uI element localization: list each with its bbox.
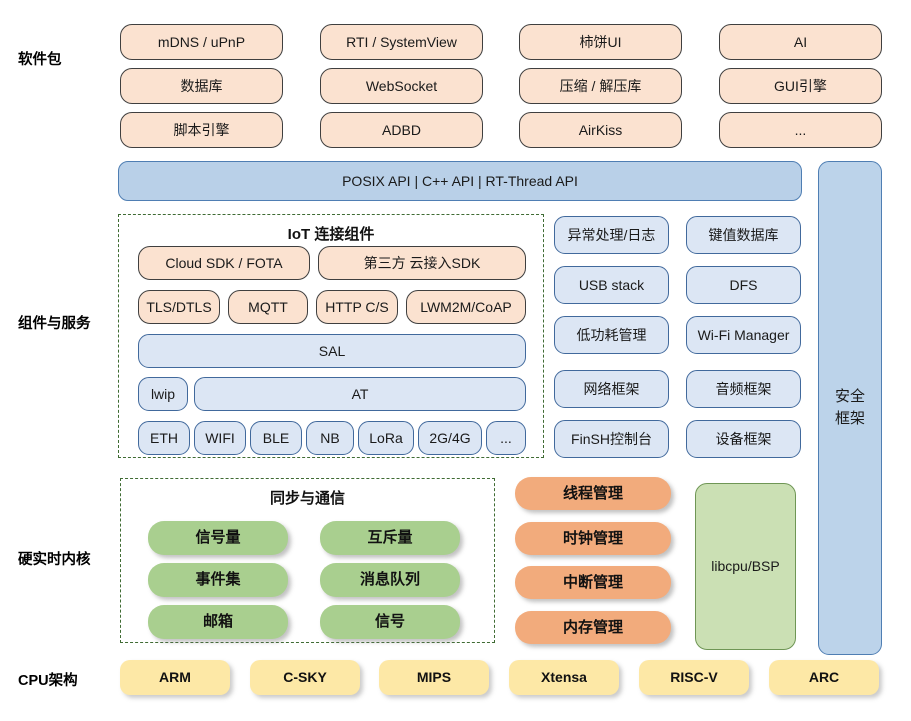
iot-cloud-sdk-box[interactable]: Cloud SDK / FOTA <box>138 246 310 280</box>
package-box[interactable]: WebSocket <box>320 68 483 104</box>
service-box[interactable]: Wi-Fi Manager <box>686 316 801 354</box>
package-box[interactable]: 柿饼UI <box>519 24 682 60</box>
sync-group-title: 同步与通信 <box>269 490 345 507</box>
section-label-packages: 软件包 <box>18 52 62 68</box>
service-box[interactable]: 低功耗管理 <box>554 316 669 354</box>
iot-group-title: IoT 连接组件 <box>287 226 375 243</box>
package-box[interactable]: ... <box>719 112 882 148</box>
sync-box[interactable]: 信号 <box>320 605 460 639</box>
package-box[interactable]: AirKiss <box>519 112 682 148</box>
package-box[interactable]: ADBD <box>320 112 483 148</box>
sync-box[interactable]: 互斥量 <box>320 521 460 555</box>
iot-link-box[interactable]: WIFI <box>194 421 246 455</box>
package-box[interactable]: 压缩 / 解压库 <box>519 68 682 104</box>
sync-box[interactable]: 信号量 <box>148 521 288 555</box>
iot-third-party-sdk-box[interactable]: 第三方 云接入SDK <box>318 246 526 280</box>
section-label-components: 组件与服务 <box>18 316 91 332</box>
iot-link-box[interactable]: BLE <box>250 421 302 455</box>
service-box[interactable]: 设备框架 <box>686 420 801 458</box>
cpu-arch-box[interactable]: C-SKY <box>250 660 360 695</box>
package-box[interactable]: AI <box>719 24 882 60</box>
iot-sal-box[interactable]: SAL <box>138 334 526 368</box>
iot-group-container: IoT 连接组件 <box>118 214 544 458</box>
iot-protocol-box[interactable]: LWM2M/CoAP <box>406 290 526 324</box>
section-label-cpu: CPU架构 <box>18 673 78 689</box>
cpu-arch-box[interactable]: ARC <box>769 660 879 695</box>
iot-link-box[interactable]: ETH <box>138 421 190 455</box>
package-box[interactable]: RTI / SystemView <box>320 24 483 60</box>
package-box[interactable]: GUI引擎 <box>719 68 882 104</box>
kernel-management-box[interactable]: 时钟管理 <box>515 522 671 555</box>
iot-at-box[interactable]: AT <box>194 377 526 411</box>
iot-link-box[interactable]: 2G/4G <box>418 421 482 455</box>
service-box[interactable]: 音频框架 <box>686 370 801 408</box>
cpu-arch-box[interactable]: MIPS <box>379 660 489 695</box>
service-box[interactable]: USB stack <box>554 266 669 304</box>
cpu-arch-box[interactable]: RISC-V <box>639 660 749 695</box>
sync-box[interactable]: 事件集 <box>148 563 288 597</box>
sync-box[interactable]: 邮箱 <box>148 605 288 639</box>
section-label-kernel: 硬实时内核 <box>18 552 91 568</box>
iot-protocol-box[interactable]: MQTT <box>228 290 308 324</box>
service-box[interactable]: FinSH控制台 <box>554 420 669 458</box>
package-box[interactable]: 脚本引擎 <box>120 112 283 148</box>
security-framework-line1: 安全 <box>834 388 865 406</box>
iot-link-box[interactable]: NB <box>306 421 354 455</box>
iot-link-box[interactable]: LoRa <box>358 421 414 455</box>
package-box[interactable]: mDNS / uPnP <box>120 24 283 60</box>
kernel-management-box[interactable]: 中断管理 <box>515 566 671 599</box>
sync-group-container: 同步与通信 <box>120 478 495 643</box>
package-box[interactable]: 数据库 <box>120 68 283 104</box>
security-framework-line2: 框架 <box>834 410 865 427</box>
libcpu-bsp-box[interactable]: libcpu/BSP <box>695 483 796 650</box>
kernel-management-box[interactable]: 内存管理 <box>515 611 671 644</box>
cpu-arch-box[interactable]: ARM <box>120 660 230 695</box>
sync-box[interactable]: 消息队列 <box>320 563 460 597</box>
service-box[interactable]: 异常处理/日志 <box>554 216 669 254</box>
iot-protocol-box[interactable]: HTTP C/S <box>316 290 398 324</box>
cpu-arch-box[interactable]: Xtensa <box>509 660 619 695</box>
service-box[interactable]: DFS <box>686 266 801 304</box>
iot-link-box[interactable]: ... <box>486 421 526 455</box>
service-box[interactable]: 网络框架 <box>554 370 669 408</box>
security-framework-panel[interactable]: 安全 框架 <box>818 161 882 655</box>
service-box[interactable]: 键值数据库 <box>686 216 801 254</box>
kernel-management-box[interactable]: 线程管理 <box>515 477 671 510</box>
api-bar: POSIX API | C++ API | RT-Thread API <box>118 161 802 201</box>
iot-protocol-box[interactable]: TLS/DTLS <box>138 290 220 324</box>
iot-lwip-box[interactable]: lwip <box>138 377 188 411</box>
